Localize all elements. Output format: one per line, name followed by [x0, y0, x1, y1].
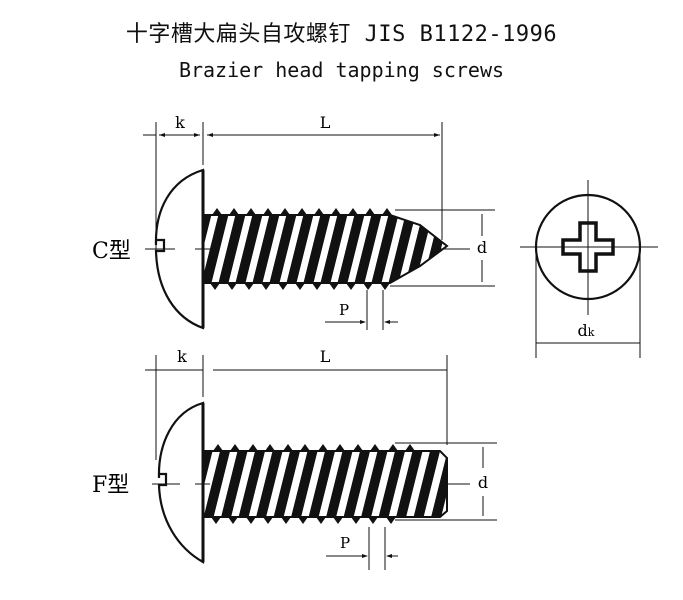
c-l-label: L	[320, 113, 331, 132]
f-l-label: L	[320, 347, 331, 366]
c-d-label: d	[477, 238, 487, 257]
f-type-label: F型	[92, 473, 129, 498]
c-type-label: C型	[92, 239, 131, 264]
c-k-label: k	[175, 113, 185, 132]
dk-label: dk	[578, 321, 595, 340]
f-p-label: P	[340, 534, 350, 552]
f-d-label: d	[478, 473, 488, 492]
f-type-view: k L d P F型	[92, 347, 497, 570]
f-k-label: k	[177, 347, 187, 366]
top-view: dk	[520, 180, 658, 358]
c-p-label: P	[339, 301, 349, 319]
c-type-view: k L d	[92, 113, 495, 330]
title-english: Brazier head tapping screws	[178, 58, 505, 82]
title-chinese: 十字槽大扁头自攻螺钉 JIS B1122-1996	[125, 22, 558, 47]
